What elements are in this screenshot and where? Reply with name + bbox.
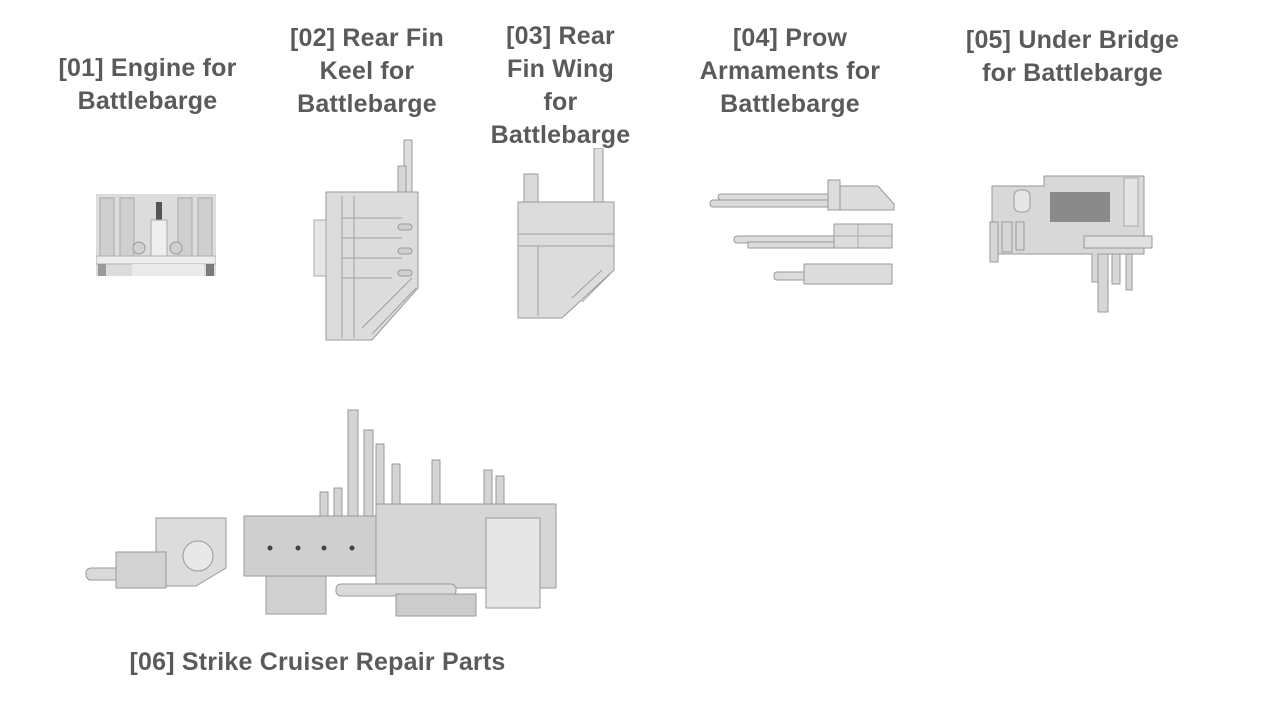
- rear-fin-keel-part-image: [312, 138, 424, 343]
- part-label-04: [04] Prow Armaments for Battlebarge: [699, 24, 881, 118]
- under-bridge-part-image: [984, 174, 1169, 316]
- part-label-05: [05] Under Bridge for Battlebarge: [965, 26, 1180, 87]
- part-label-01: [01] Engine for Battlebarge: [58, 54, 237, 115]
- part-label-02: [02] Rear Fin Keel for Battlebarge: [289, 24, 445, 118]
- strike-cruiser-part-image: [76, 408, 560, 624]
- part-label-03: [03] Rear Fin Wing for Battlebarge: [490, 22, 631, 149]
- rear-fin-wing-part-image: [516, 148, 616, 320]
- part-label-06: [06] Strike Cruiser Repair Parts: [129, 648, 506, 676]
- prow-armaments-part-image: [708, 176, 898, 292]
- engine-part-image: [96, 194, 216, 276]
